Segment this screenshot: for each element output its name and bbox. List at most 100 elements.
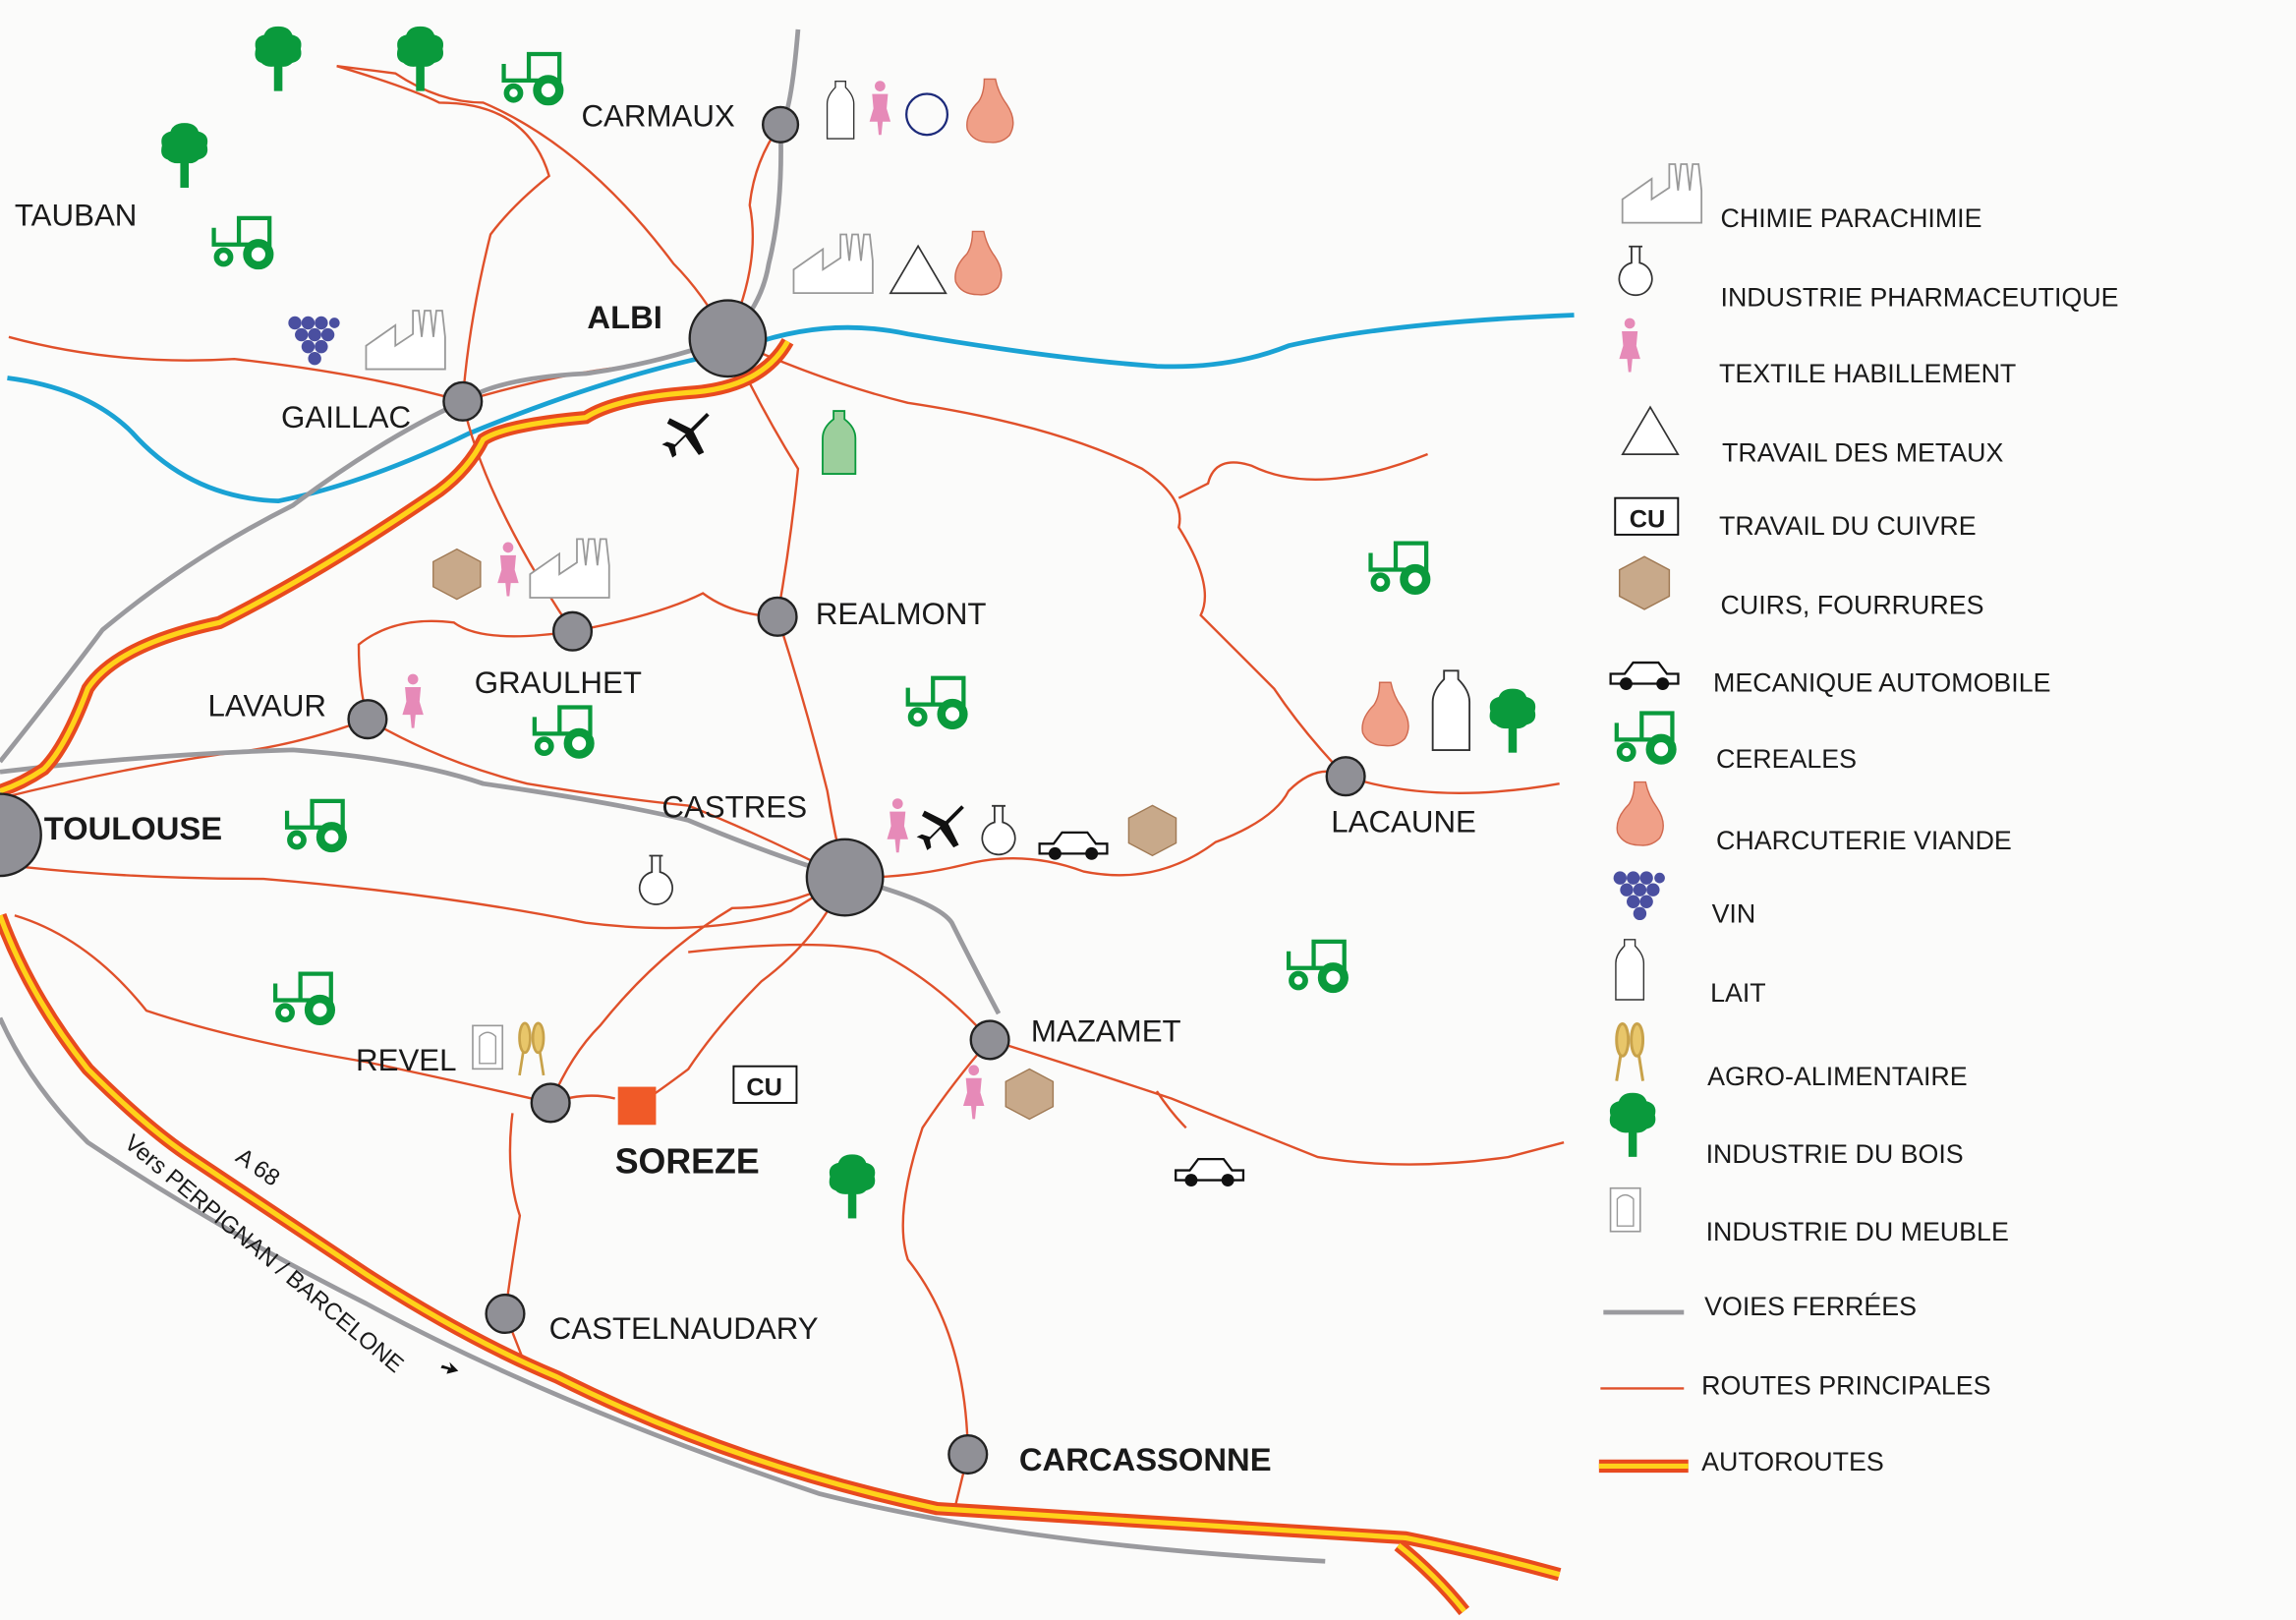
city-label-tauban: TAUBAN bbox=[15, 199, 138, 233]
direction-arrow-icon bbox=[440, 1361, 459, 1374]
city-label-graulhet: GRAULHET bbox=[475, 665, 642, 700]
sausage-icon bbox=[1616, 781, 1664, 846]
triangle-icon bbox=[1621, 406, 1680, 455]
legend: CHIMIE PARACHIMIE INDUSTRIE PHARMACEUTIQ… bbox=[1598, 163, 2119, 1476]
airplane-icon bbox=[661, 412, 710, 458]
city-label-soreze: SOREZE bbox=[615, 1141, 760, 1181]
city-label-carcassonne: CARCASSONNE bbox=[1019, 1441, 1272, 1477]
milk-bottle-icon bbox=[826, 80, 855, 140]
railways bbox=[0, 29, 1326, 1564]
legend-label: ROUTES PRINCIPALES bbox=[1701, 1370, 1990, 1400]
city-node-gaillac bbox=[442, 380, 484, 422]
woman-icon bbox=[1619, 318, 1640, 373]
flask-icon bbox=[981, 804, 1016, 856]
city-node-albi bbox=[688, 299, 768, 378]
city-node-soreze bbox=[617, 1086, 657, 1126]
triangle-icon bbox=[890, 245, 947, 295]
sausage-icon bbox=[954, 230, 1003, 296]
main-roads bbox=[0, 65, 1565, 1509]
sausage-icon bbox=[966, 78, 1014, 144]
wheat-icon bbox=[518, 1021, 545, 1077]
city-label-gaillac: GAILLAC bbox=[281, 400, 411, 434]
legend-label: AGRO-ALIMENTAIRE bbox=[1707, 1062, 1968, 1091]
furniture-icon bbox=[1609, 1186, 1641, 1233]
tree-icon bbox=[1609, 1092, 1656, 1157]
legend-label: VOIES FERRÉES bbox=[1704, 1292, 1917, 1321]
factory-icon bbox=[792, 233, 874, 294]
woman-icon bbox=[402, 673, 424, 728]
cu-label: CU bbox=[746, 1074, 782, 1102]
factory-icon bbox=[529, 538, 610, 599]
tractor-icon bbox=[1617, 713, 1673, 760]
city-node-lavaur bbox=[347, 699, 388, 740]
city-label-lacaune: LACAUNE bbox=[1331, 804, 1476, 839]
hexagon-icon bbox=[1127, 804, 1177, 857]
woman-icon bbox=[887, 798, 908, 853]
tractor-icon bbox=[1289, 942, 1345, 989]
city-node-castelnaudary bbox=[485, 1293, 526, 1335]
tractor-icon bbox=[214, 218, 270, 265]
legend-label: LAIT bbox=[1710, 978, 1766, 1008]
tractor-icon bbox=[275, 974, 331, 1021]
furniture-icon bbox=[472, 1024, 504, 1070]
woman-icon bbox=[962, 1065, 985, 1120]
river-tarn bbox=[7, 313, 1575, 504]
legend-label: AUTOROUTES bbox=[1701, 1447, 1884, 1476]
city-label-lavaur: LAVAUR bbox=[208, 689, 326, 723]
tree-icon bbox=[255, 26, 302, 91]
hexagon-icon bbox=[1618, 555, 1671, 610]
legend-label: TRAVAIL DES METAUX bbox=[1722, 437, 2004, 467]
city-label-carmaux: CARMAUX bbox=[581, 98, 734, 133]
city-node-carcassonne bbox=[947, 1433, 989, 1475]
woman-icon bbox=[497, 542, 519, 597]
tractor-icon bbox=[1371, 544, 1427, 591]
flask-icon bbox=[638, 854, 674, 905]
city-node-lacaune bbox=[1325, 756, 1366, 797]
city-label-albi: ALBI bbox=[587, 299, 661, 335]
grapes-icon bbox=[288, 316, 340, 366]
legend-label: TRAVAIL DU CUIVRE bbox=[1719, 511, 1977, 541]
city-node-toulouse bbox=[0, 792, 42, 878]
car-icon bbox=[1174, 1157, 1245, 1188]
factory-icon bbox=[365, 310, 446, 371]
tree-icon bbox=[829, 1154, 876, 1219]
tractor-icon bbox=[535, 707, 591, 754]
city-node-carmaux bbox=[761, 105, 800, 144]
grapes-icon bbox=[1613, 871, 1665, 921]
legend-label: MECANIQUE AUTOMOBILE bbox=[1713, 667, 2050, 697]
tractor-icon bbox=[908, 678, 964, 725]
legend-label: INDUSTRIE DU MEUBLE bbox=[1706, 1217, 2009, 1246]
legend-label: CHARCUTERIE VIANDE bbox=[1716, 826, 2012, 855]
milk-bottle-icon bbox=[1431, 669, 1471, 752]
wheat-icon bbox=[1615, 1022, 1645, 1083]
city-label-castres: CASTRES bbox=[661, 789, 807, 824]
legend-label: INDUSTRIE DU BOIS bbox=[1706, 1139, 1964, 1169]
factory-icon bbox=[1621, 163, 1703, 224]
flask-icon bbox=[1618, 245, 1653, 297]
woman-icon bbox=[869, 81, 891, 136]
cu-badge: CU bbox=[1630, 505, 1666, 533]
tree-icon bbox=[1489, 688, 1536, 753]
milk-bottle-icon bbox=[1615, 938, 1645, 1001]
legend-label: CEREALES bbox=[1716, 744, 1857, 774]
hexagon-icon bbox=[1004, 1068, 1055, 1121]
legend-label: CHIMIE PARACHIMIE bbox=[1721, 203, 1982, 233]
city-node-realmont bbox=[757, 596, 798, 637]
city-node-castres bbox=[805, 838, 885, 917]
car-icon bbox=[1609, 661, 1680, 692]
city-label-castelnaudary: CASTELNAUDARY bbox=[549, 1311, 819, 1346]
cu-box-icon bbox=[1614, 496, 1680, 536]
tractor-icon bbox=[287, 801, 343, 848]
city-label-realmont: REALMONT bbox=[816, 597, 987, 631]
legend-label: INDUSTRIE PHARMACEUTIQUE bbox=[1721, 283, 2119, 313]
hexagon-icon bbox=[432, 548, 482, 601]
city-node-mazamet bbox=[969, 1019, 1010, 1061]
city-node-graulhet bbox=[551, 610, 594, 652]
legend-label: VIN bbox=[1712, 899, 1756, 929]
city-label-revel: REVEL bbox=[356, 1043, 457, 1077]
legend-label: CUIRS, FOURRURES bbox=[1721, 590, 1984, 619]
cu-box-icon bbox=[732, 1065, 798, 1104]
sausage-icon bbox=[1361, 681, 1409, 747]
city-label-toulouse: TOULOUSE bbox=[44, 810, 222, 846]
